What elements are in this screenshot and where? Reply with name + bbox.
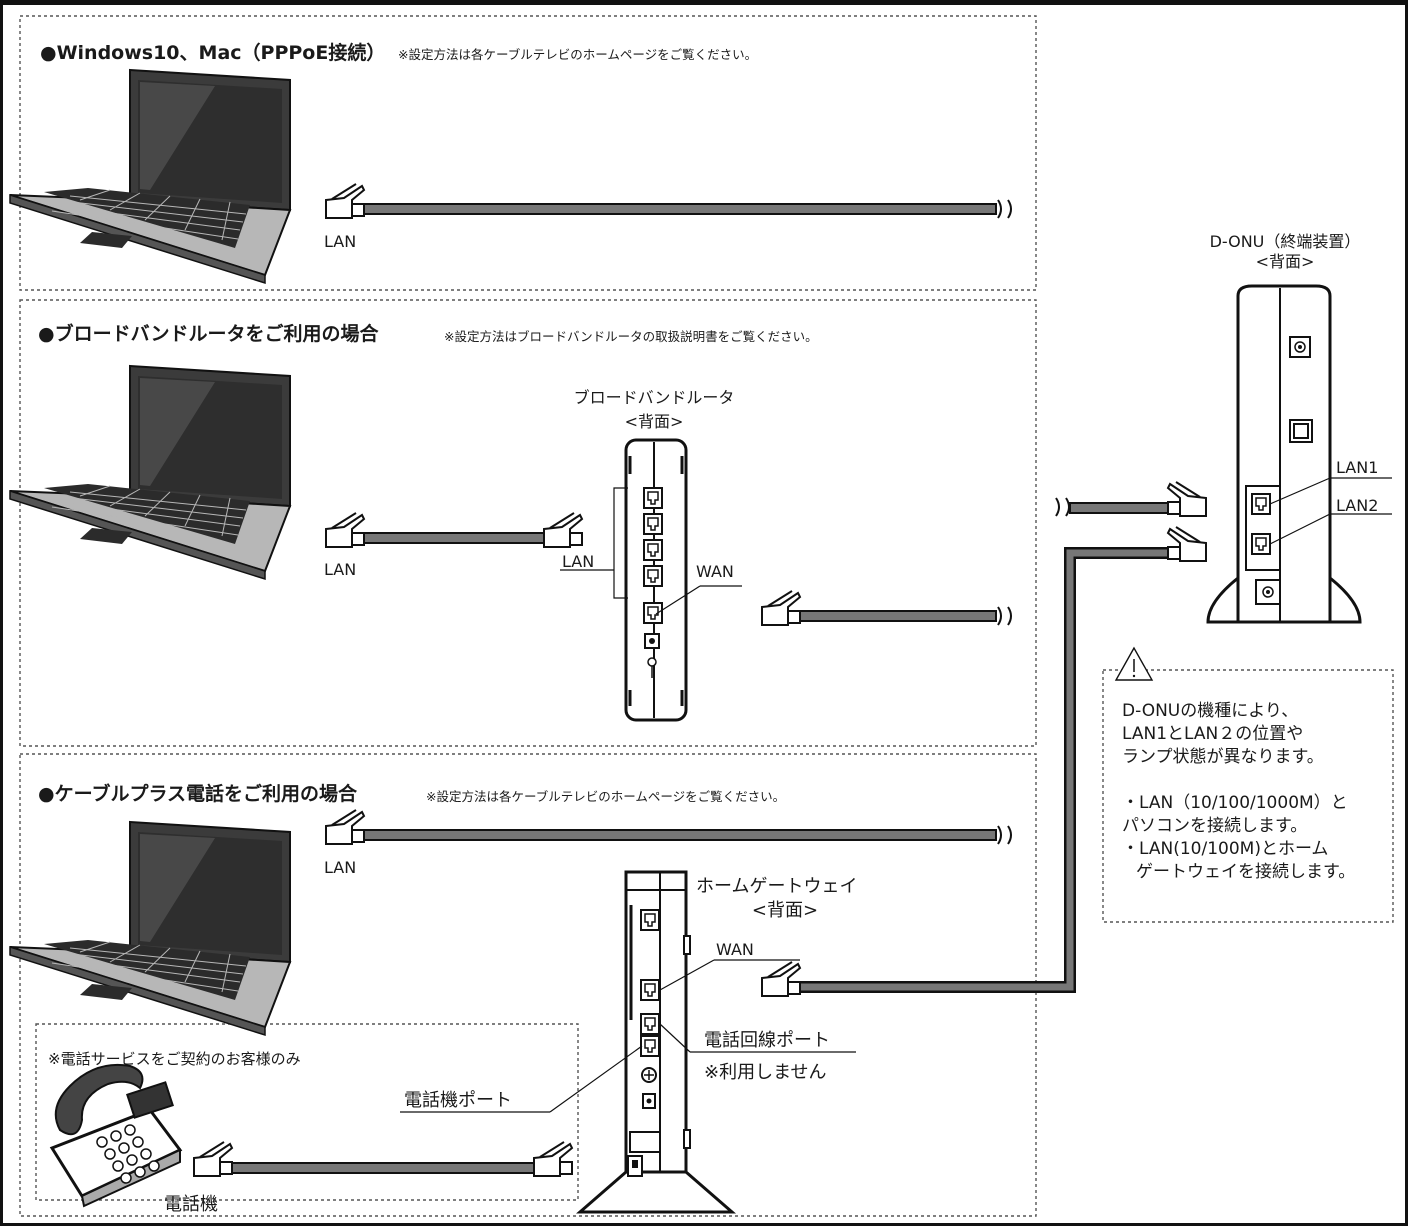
phone-cable	[219, 1162, 543, 1174]
caution-line: ・LAN(10/100M)とホーム	[1122, 839, 1329, 859]
lan-cable	[351, 532, 573, 544]
phone-service-note: ※電話サービスをご契約のお客様のみ	[48, 1050, 301, 1068]
lan-plug-icon	[761, 590, 801, 626]
phone-label: 電話機	[164, 1194, 218, 1215]
laptop-icon	[9, 69, 291, 284]
lan-label: LAN	[324, 232, 357, 251]
section-box-pppoe	[19, 15, 1037, 291]
donu-rear-label: <背面>	[1255, 252, 1315, 271]
caution-line: ・LAN（10/100/1000M）と	[1122, 793, 1348, 813]
router-wan-label: WAN	[696, 562, 734, 581]
phone-service-box	[35, 1023, 579, 1201]
lan-plug-icon	[533, 1141, 573, 1177]
router-rear-label: <背面>	[624, 412, 684, 431]
section-note-pppoe: ※設定方法は各ケーブルテレビのホームページをご覧ください。	[398, 47, 758, 62]
lan2-label: LAN2	[1336, 496, 1379, 515]
lan-cable	[351, 203, 997, 215]
lan1-label: LAN1	[1336, 458, 1379, 477]
cable-break-icon	[997, 606, 1012, 626]
lan-plug-icon	[543, 512, 583, 548]
laptop-icon	[9, 821, 291, 1036]
lan-label: LAN	[324, 560, 357, 579]
cable-break-icon	[997, 199, 1012, 219]
lan-cable	[1069, 502, 1177, 514]
warning-triangle-icon	[1114, 646, 1154, 681]
caution-line: パソコンを接続します。	[1122, 816, 1308, 836]
lan-cable	[351, 829, 997, 841]
caution-line: LAN1とLAN２の位置や	[1122, 724, 1304, 744]
section-heading-cableplus: ●ケーブルプラス電話をご利用の場合	[38, 783, 358, 805]
lan-plug-icon	[325, 183, 365, 219]
lan-plug-icon	[761, 961, 801, 997]
home-gateway	[400, 870, 856, 1214]
lan-plug-icon	[325, 809, 365, 845]
caution-line: ランプ状態が異なります。	[1122, 747, 1324, 767]
cable-break-icon	[997, 825, 1012, 845]
not-used-label: ※利用しません	[704, 1062, 827, 1083]
wan-cable	[787, 610, 997, 622]
phone-line-port-label: 電話回線ポート	[704, 1030, 830, 1051]
phone-port-label: 電話機ポート	[404, 1090, 512, 1111]
section-box-router	[19, 299, 1037, 747]
section-note-router: ※設定方法はブロードバンドルータの取扱説明書をご覧ください。	[444, 329, 818, 344]
section-box-cableplus	[19, 753, 1037, 1217]
cable-break-icon	[1055, 497, 1070, 517]
laptop-icon	[9, 365, 291, 580]
section-heading-router: ●ブロードバンドルータをご利用の場合	[38, 323, 379, 345]
router-title: ブロードバンドルータ	[573, 388, 735, 407]
d-onu-device	[1206, 284, 1392, 624]
lan-plug-icon	[1167, 526, 1207, 562]
broadband-router	[560, 438, 742, 722]
lan-label: LAN	[324, 858, 357, 877]
caution-line: D-ONUの機種により、	[1122, 701, 1299, 721]
hgw-rear-label: <背面>	[751, 900, 819, 921]
caution-note: D-ONUの機種により、 LAN1とLAN２の位置や ランプ状態が異なります。 …	[1122, 700, 1355, 884]
donu-title: D-ONU（終端装置）	[1209, 232, 1361, 251]
hgw-title: ホームゲートウェイ	[696, 876, 858, 897]
lan-plug-icon	[325, 512, 365, 548]
phone-icon	[49, 1063, 183, 1208]
caution-line: ゲートウェイを接続します。	[1136, 862, 1356, 882]
caution-spacer	[1122, 769, 1355, 792]
section-heading-pppoe: ●Windows10、Mac（PPPoE接続）	[40, 42, 386, 64]
hgw-wan-label: WAN	[716, 940, 754, 959]
router-lan-label: LAN	[562, 552, 595, 571]
lan-plug-icon	[193, 1141, 233, 1177]
lan-plug-icon	[1167, 481, 1207, 517]
section-note-cableplus: ※設定方法は各ケーブルテレビのホームページをご覧ください。	[426, 789, 786, 804]
caution-box	[1102, 669, 1394, 923]
